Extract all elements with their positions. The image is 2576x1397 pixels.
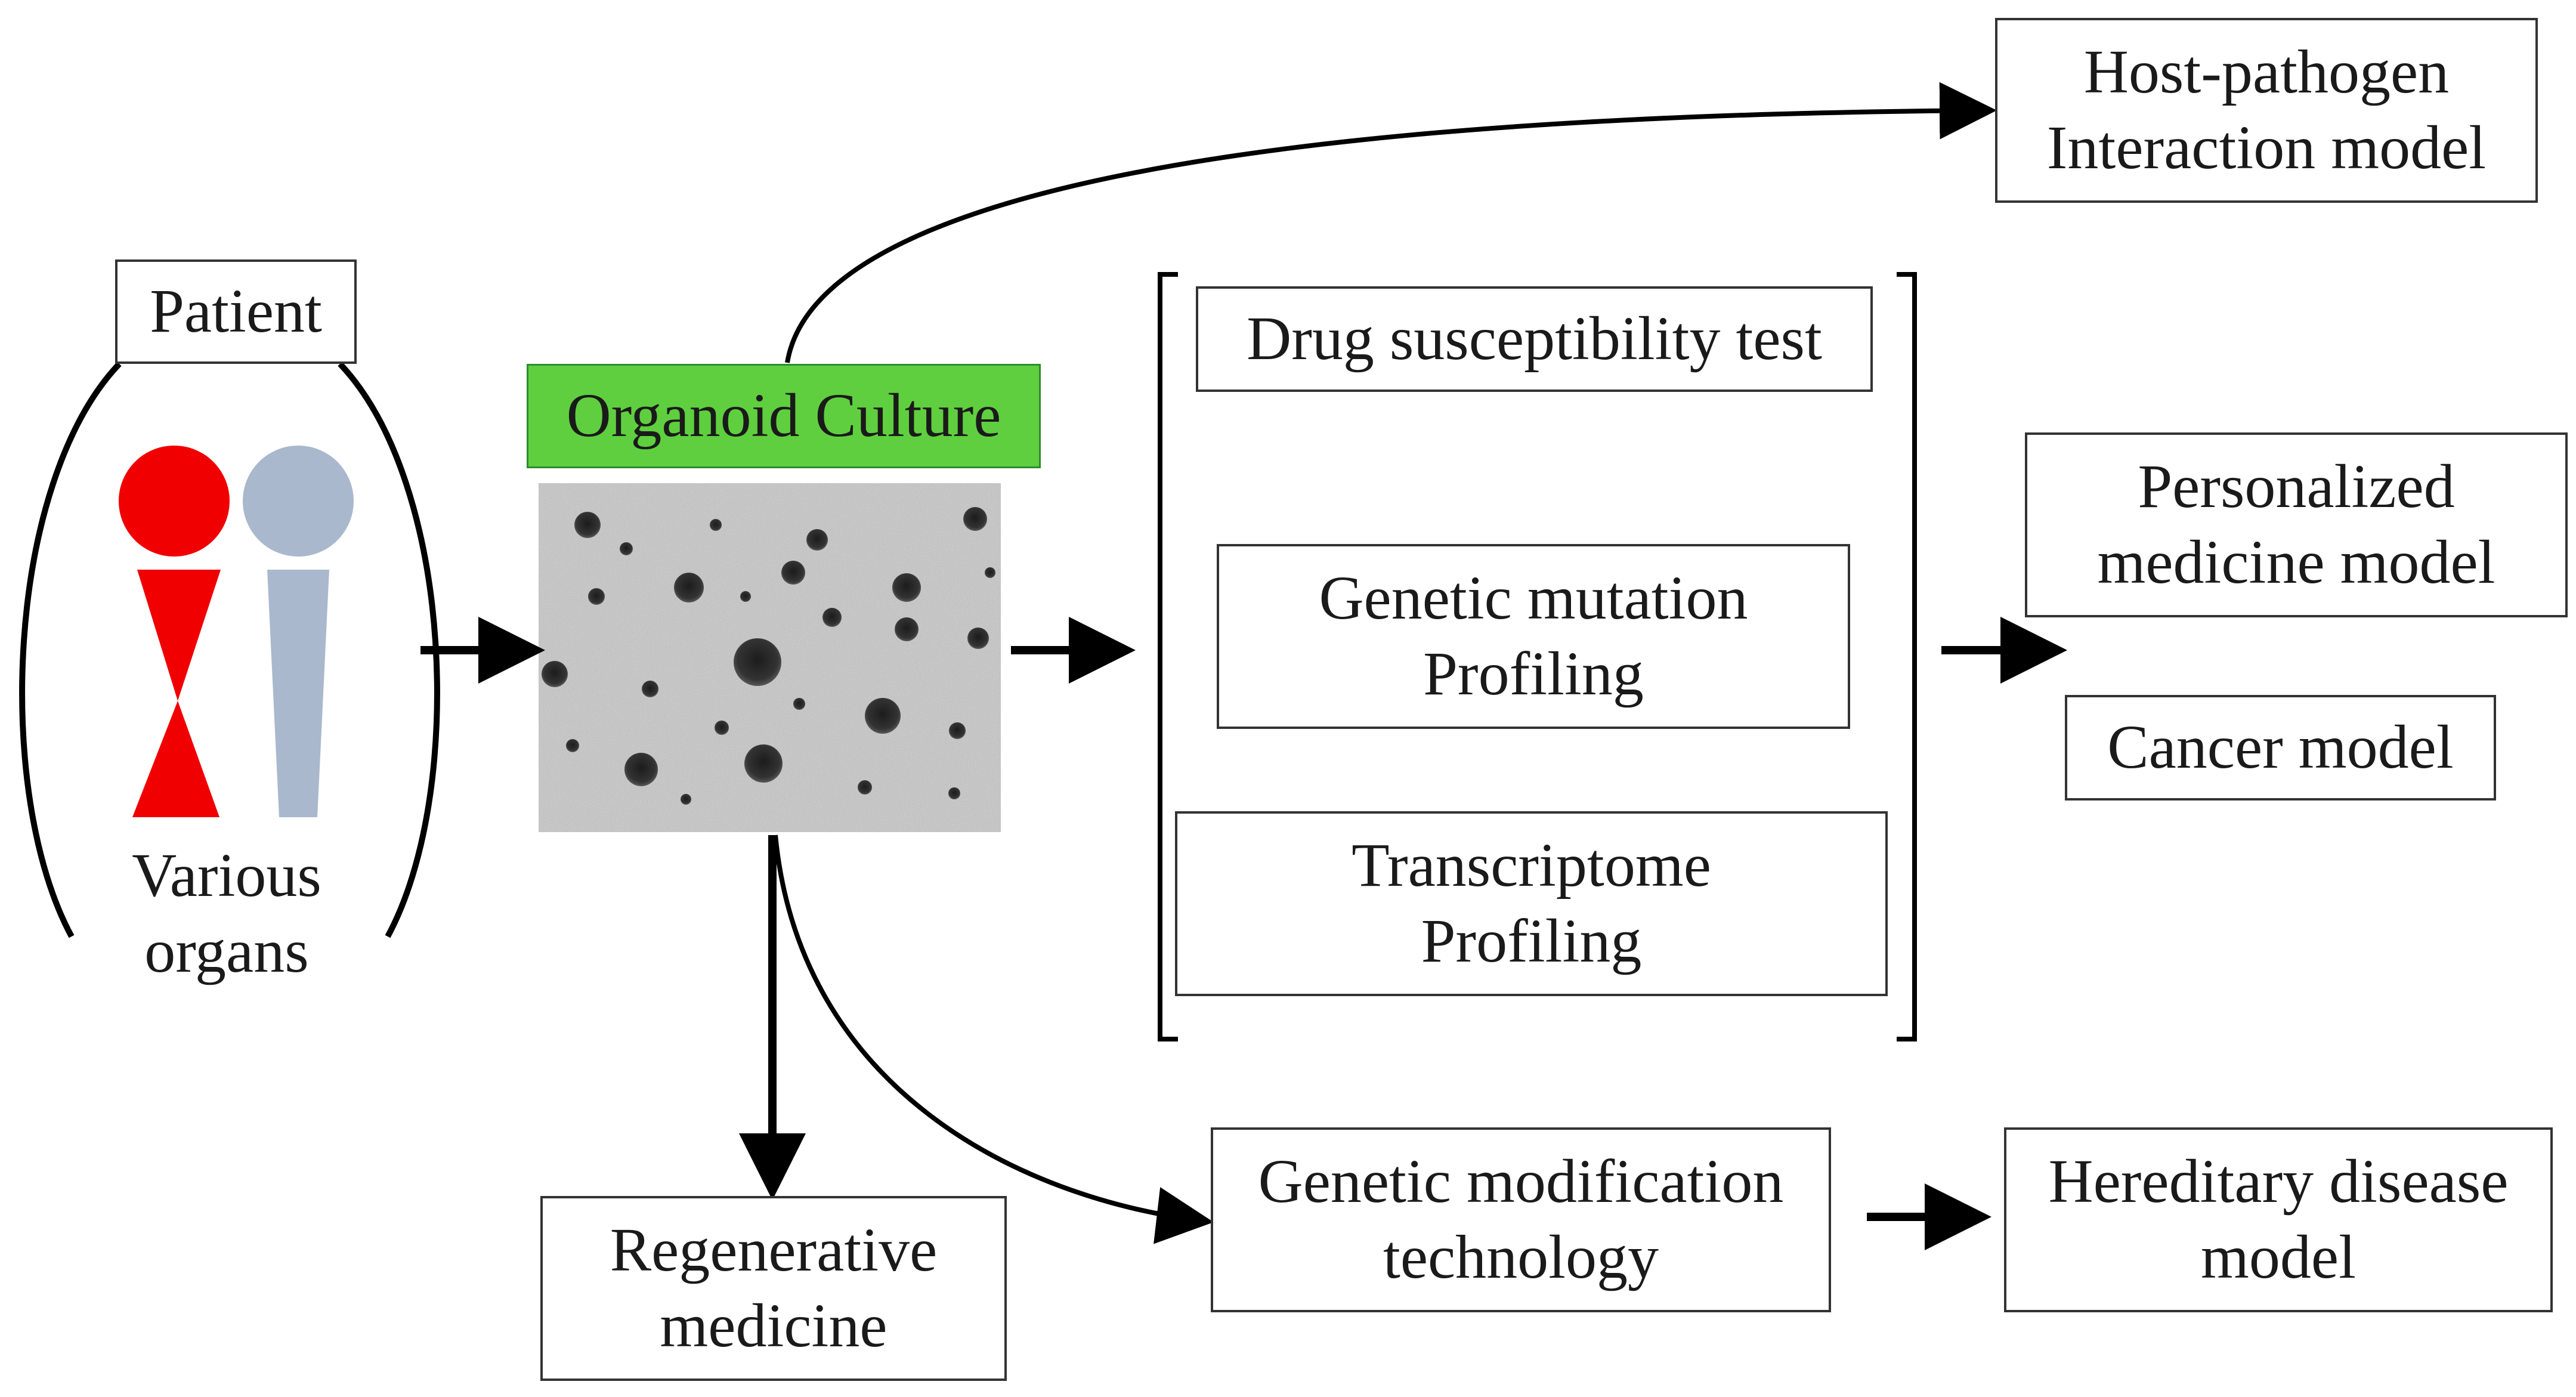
- red-person-icon: [119, 446, 230, 817]
- regenerative-medicine-box: Regenerative medicine: [540, 1196, 1007, 1381]
- host-pathogen-box: Host-pathogen Interaction model: [1995, 18, 2538, 203]
- arrow-organoid-to-genetic-mod: [773, 835, 1214, 1244]
- hereditary-disease-box: Hereditary disease model: [2004, 1127, 2553, 1312]
- patient-box: Patient: [115, 259, 357, 364]
- personalized-medicine-box: Personalized medicine model: [2025, 432, 2568, 617]
- genetic-modification-box: Genetic modification technology: [1211, 1127, 1831, 1312]
- right-bracket: [1897, 272, 1917, 1041]
- organoid-culture-label: Organoid Culture: [527, 364, 1041, 468]
- gray-person-icon: [243, 446, 354, 817]
- patient-enclosure-right-arc: [338, 361, 440, 938]
- arrow-organoid-to-host-pathogen: [785, 82, 1997, 363]
- cancer-model-box: Cancer model: [2065, 695, 2496, 801]
- various-organs-label: Various organs: [132, 841, 321, 985]
- drug-susceptibility-box: Drug susceptibility test: [1196, 286, 1873, 392]
- organoid-micrograph: [539, 483, 1001, 832]
- patient-enclosure-left-arc: [19, 361, 122, 938]
- left-bracket: [1158, 272, 1178, 1041]
- transcriptome-box: Transcriptome Profiling: [1175, 811, 1888, 996]
- genetic-mutation-box: Genetic mutation Profiling: [1217, 544, 1850, 729]
